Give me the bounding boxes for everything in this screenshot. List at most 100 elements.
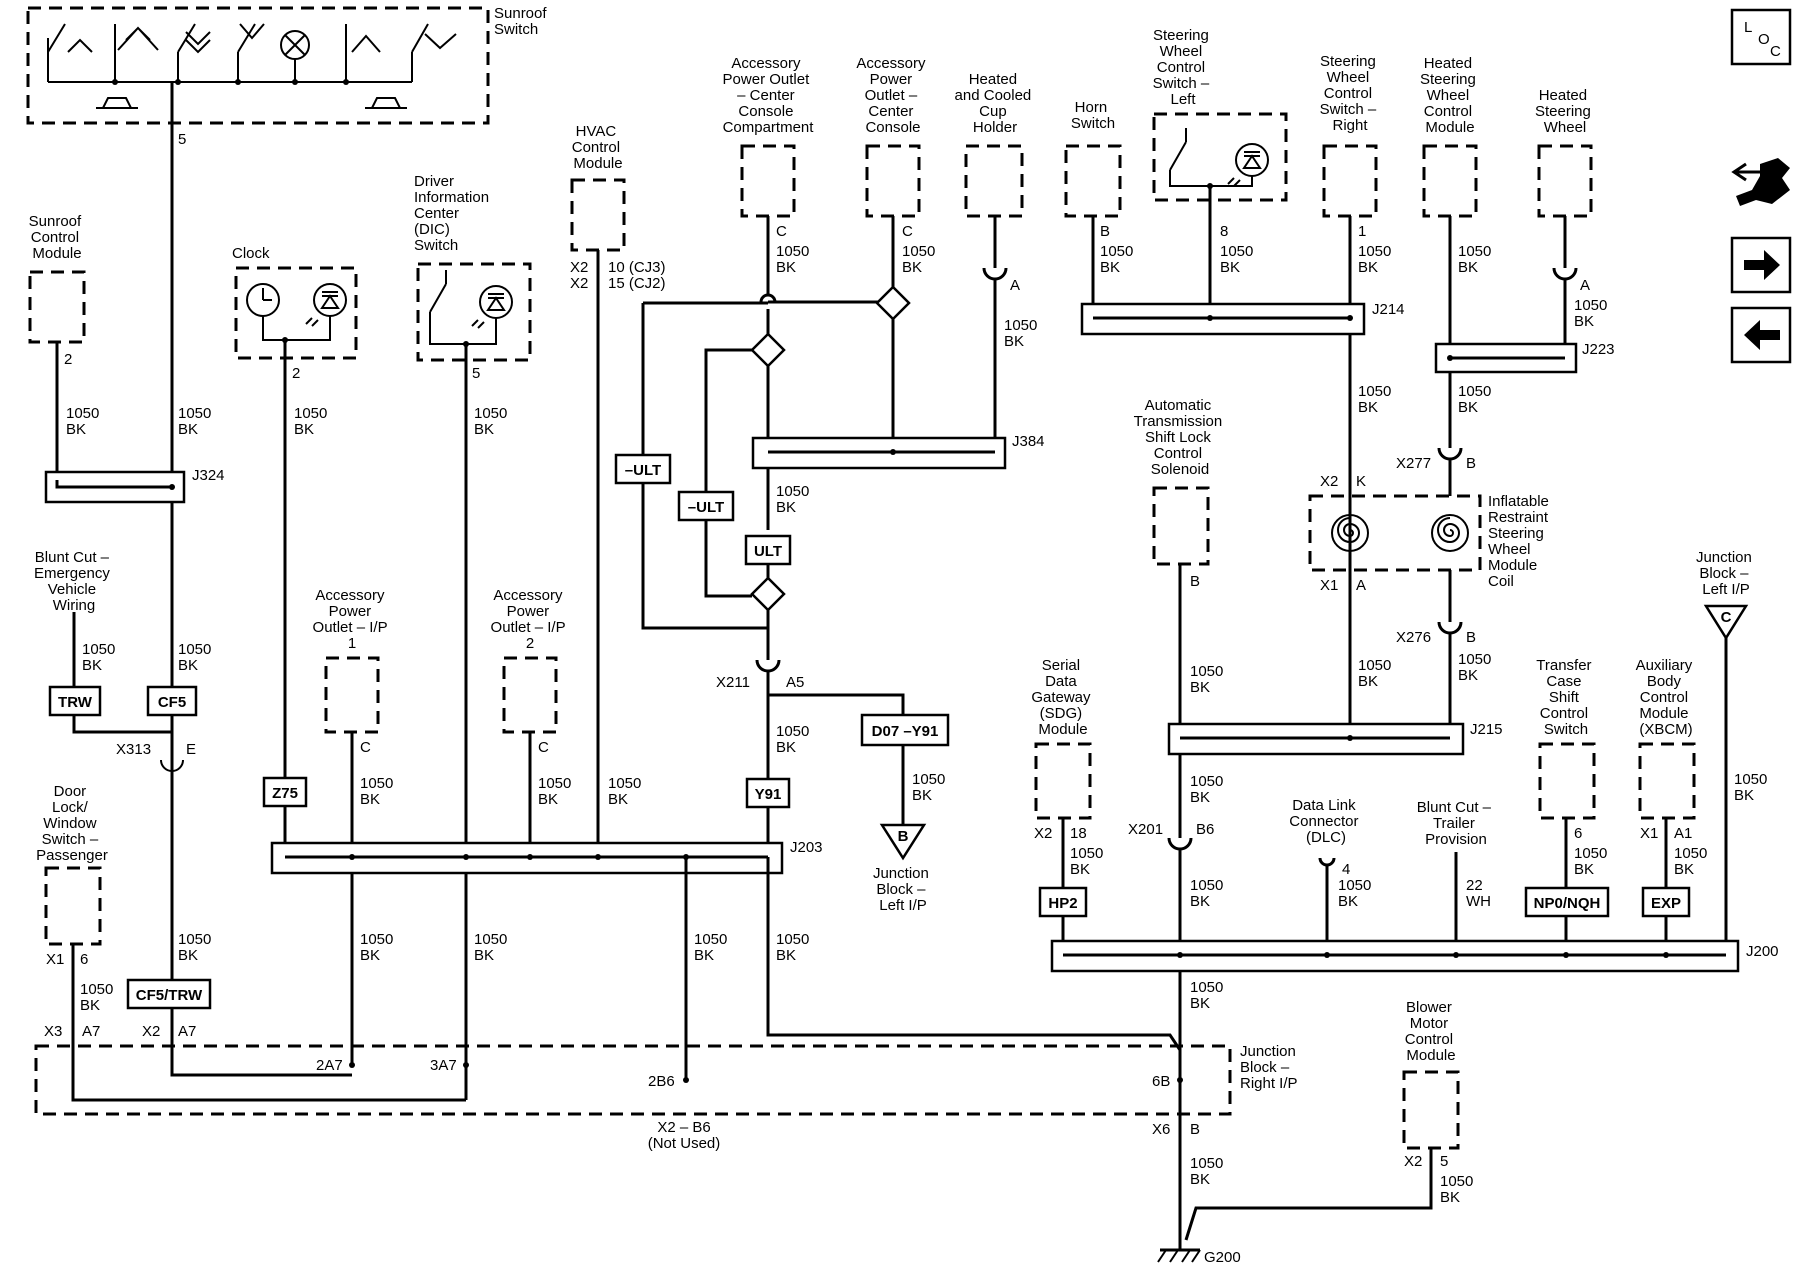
svg-text:J215: J215 <box>1470 721 1503 738</box>
splice-j215: J215 <box>1167 721 1503 756</box>
apo-center-console-compartment: Accessory Power Outlet – Center Console … <box>723 55 815 276</box>
arrow-right-icon <box>1744 250 1780 280</box>
svg-text:1050: 1050 <box>1358 657 1391 674</box>
svg-text:B: B <box>1100 223 1110 240</box>
svg-text:1050: 1050 <box>474 931 507 948</box>
svg-text:Data Link Connector: Data Link Connector (DLC) <box>1289 797 1362 846</box>
svg-text:CF5/TRW: CF5/TRW <box>136 987 203 1004</box>
svg-text:2A7: 2A7 <box>316 1057 343 1074</box>
svg-text:3A7: 3A7 <box>430 1057 457 1074</box>
svg-text:1050: 1050 <box>1190 877 1223 894</box>
svg-text:BK: BK <box>776 259 796 276</box>
svg-text:18: 18 <box>1070 825 1087 842</box>
splice-j203: J203 <box>270 839 823 875</box>
svg-text:1050: 1050 <box>1100 243 1133 260</box>
svg-text:BK: BK <box>178 947 198 964</box>
svg-text:A5: A5 <box>786 674 804 691</box>
svg-text:1050: 1050 <box>80 981 113 998</box>
svg-text:2B6: 2B6 <box>648 1073 675 1090</box>
svg-text:BK: BK <box>1190 789 1210 806</box>
next-page-button[interactable] <box>1730 236 1792 294</box>
svg-text:1050: 1050 <box>776 931 809 948</box>
svg-text:2: 2 <box>292 365 300 382</box>
auxiliary-body-control-module: Auxiliary Body Control Module (XBCM) X1 … <box>1636 657 1708 878</box>
svg-text:B: B <box>1466 455 1476 472</box>
svg-text:G200: G200 <box>1204 1249 1241 1266</box>
blunt-cut-trailer-provision: Blunt Cut – Trailer Provision 22 WH <box>1417 799 1492 910</box>
svg-text:A: A <box>1010 277 1020 294</box>
svg-text:1050: 1050 <box>178 405 211 422</box>
svg-text:J324: J324 <box>192 467 225 484</box>
svg-text:X1: X1 <box>1640 825 1658 842</box>
svg-text:X2: X2 <box>1320 473 1338 490</box>
svg-text:BK: BK <box>608 791 628 808</box>
svg-text:Steering Wheel Con: Steering Wheel Control Switch – Right <box>1320 53 1381 134</box>
svg-text:X211: X211 <box>716 674 750 691</box>
svg-text:Accessory Power Ou: Accessory Power Outlet – I/P 1 <box>313 587 392 652</box>
svg-text:X313: X313 <box>116 741 151 758</box>
junction-block-right-ip: X3 A7 X2 A7 2A7 3A7 2B6 6B Junction Bloc… <box>34 1023 1298 1116</box>
svg-text:X2: X2 <box>1034 825 1052 842</box>
svg-text:B: B <box>1190 1121 1200 1138</box>
svg-text:10 (CJ3): 10 (CJ3) <box>608 259 666 276</box>
svg-text:HVAC Control Modul: HVAC Control Module <box>572 123 625 172</box>
svg-text:6B: 6B <box>1152 1073 1170 1090</box>
svg-text:BK: BK <box>1004 333 1024 350</box>
svg-text:BK: BK <box>1358 399 1378 416</box>
svg-text:BK: BK <box>776 739 796 756</box>
svg-text:X277: X277 <box>1396 455 1431 472</box>
svg-text:BK: BK <box>294 421 314 438</box>
svg-text:Door Lock/ Window: Door Lock/ Window Switch – Passenger <box>36 783 108 864</box>
blunt-cut-emergency-vehicle-wiring: Blunt Cut – Emergency Vehicle Wiring 105… <box>34 549 172 734</box>
splice-j223: J223 <box>1434 341 1615 374</box>
svg-text:Accessory Power Outlet: Accessory Power Outlet – Center Console … <box>723 55 815 136</box>
svg-text:ULT: ULT <box>754 543 782 560</box>
svg-text:BK: BK <box>1220 259 1240 276</box>
clock: Clock <box>232 245 358 360</box>
svg-text:Inflatable Restraint: Inflatable Restraint Steering Wheel Modu… <box>1488 493 1553 590</box>
svg-text:(Not Used): (Not Used) <box>648 1135 721 1152</box>
svg-text:Clock: Clock <box>232 245 270 262</box>
svg-text:K: K <box>1356 473 1366 490</box>
svg-text:BK: BK <box>1674 861 1694 878</box>
svg-text:BK: BK <box>178 421 198 438</box>
svg-text:1050: 1050 <box>1338 877 1371 894</box>
svg-text:BK: BK <box>1190 995 1210 1012</box>
svg-text:Steering Wheel Con: Steering Wheel Control Switch – Left <box>1153 27 1214 108</box>
svg-text:1050: 1050 <box>694 931 727 948</box>
svg-text:BK: BK <box>1358 259 1378 276</box>
svg-text:1050: 1050 <box>360 931 393 948</box>
svg-text:Heated Steering Wh: Heated Steering Wheel <box>1535 87 1595 136</box>
svg-text:A7: A7 <box>82 1023 100 1040</box>
svg-text:5: 5 <box>1440 1153 1448 1170</box>
sunroof-switch-label: Sunroof Switch <box>494 5 551 38</box>
svg-text:Automatic Transmission: Automatic Transmission Shift Lock Contro… <box>1134 397 1227 478</box>
svg-text:B6: B6 <box>1196 821 1214 838</box>
svg-text:Accessory Power Ou: Accessory Power Outlet – I/P 2 <box>491 587 570 652</box>
svg-text:A7: A7 <box>178 1023 196 1040</box>
svg-text:4: 4 <box>1342 861 1350 878</box>
svg-text:1050: 1050 <box>66 405 99 422</box>
sunroof-control-module: Sunroof Control Module <box>28 213 86 344</box>
svg-text:1050: 1050 <box>1358 243 1391 260</box>
previous-page-button[interactable] <box>1730 306 1792 364</box>
inflatable-restraint-coil: X2 K X1 A Inflatable Restraint Steering … <box>1308 473 1553 594</box>
svg-text:BK: BK <box>66 421 86 438</box>
svg-text:BK: BK <box>776 947 796 964</box>
svg-text:–ULT: –ULT <box>625 462 661 479</box>
loc-button[interactable]: L O C <box>1730 8 1792 66</box>
wrench-icon[interactable] <box>1731 158 1790 206</box>
svg-text:D07 –Y91: D07 –Y91 <box>872 723 939 740</box>
svg-text:BK: BK <box>1100 259 1120 276</box>
shift-lock-control-solenoid: Automatic Transmission Shift Lock Contro… <box>1134 397 1227 696</box>
svg-text:A1: A1 <box>1674 825 1692 842</box>
ground-g200: G200 <box>1157 1120 1241 1266</box>
svg-text:BK: BK <box>902 259 922 276</box>
svg-text:BK: BK <box>1190 1171 1210 1188</box>
svg-text:Heated and Cooled: Heated and Cooled Cup Holder <box>955 71 1036 136</box>
